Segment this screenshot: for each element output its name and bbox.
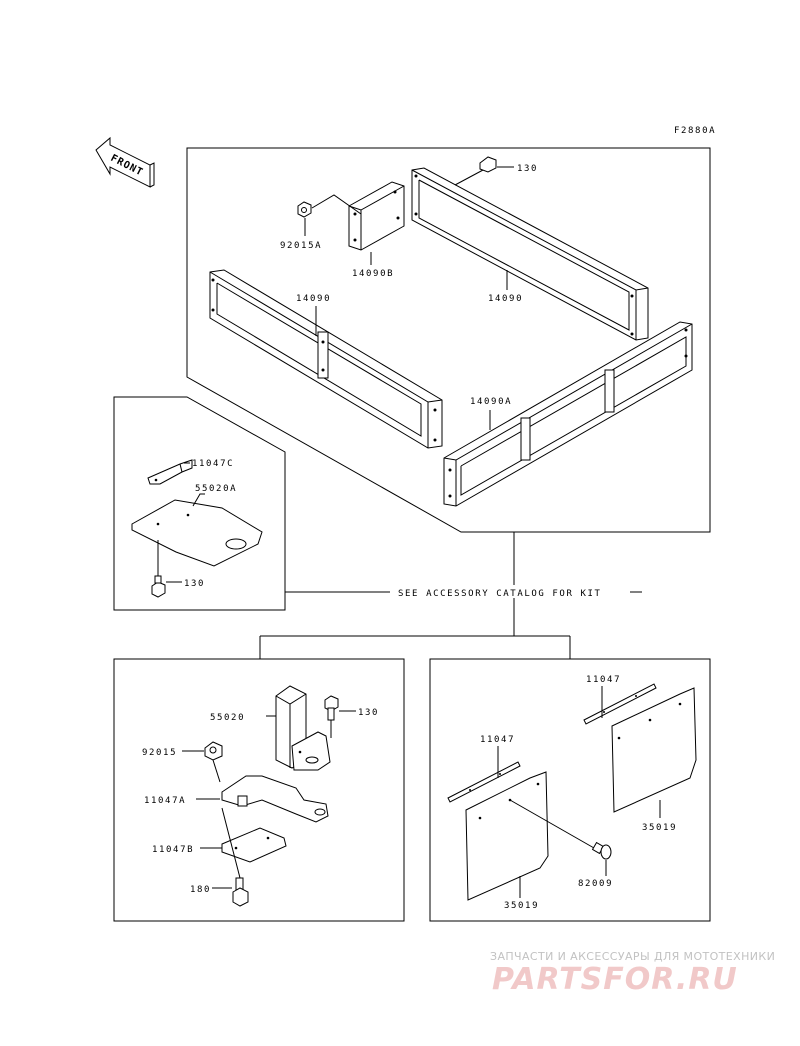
part-label-11047C: 11047C [192,459,234,469]
part-label-14090A: 14090A [470,397,512,407]
part-label-11047-right: 11047 [586,675,621,685]
strip-11047-mid [447,761,521,803]
part-label-130-bracket: 130 [358,708,379,718]
part-label-92015: 92015 [142,748,177,758]
part-label-14090-left: 14090 [296,294,331,304]
part-label-180: 180 [190,885,211,895]
part-label-130-guard: 130 [184,579,205,589]
part-label-82009: 82009 [578,879,613,889]
part-label-35019-left: 35019 [504,901,539,911]
front-arrow-icon: FRONT [95,136,155,188]
skid-guard-frame [113,396,286,611]
part-label-92015A: 92015A [280,241,322,251]
part-label-11047-mid: 11047 [480,735,515,745]
leader-lines-top [304,166,514,430]
watermark-subtitle: ЗАПЧАСТИ И АКСЕССУАРЫ ДЛЯ МОТОТЕХНИКИ [490,950,776,963]
part-label-55020A: 55020A [195,484,237,494]
panel-14090B [348,181,405,251]
connector-lines [259,532,642,659]
part-label-130: 130 [517,164,538,174]
nut-92015-icon [204,741,223,783]
watermark-logo: PARTSFOR.RU [492,962,738,997]
bracket-55020 [275,685,331,771]
part-label-14090B: 14090B [352,269,394,279]
skid-plate-55020A [131,499,263,567]
leader-lines-flap [497,686,661,898]
part-label-14090-back: 14090 [488,294,523,304]
panel-14090-left [209,269,443,449]
mount-11047A [221,775,329,823]
part-label-35019-right: 35019 [642,823,677,833]
flap-35019-right [611,687,697,813]
bracket-11047C [147,459,193,485]
part-label-11047A: 11047A [144,796,186,806]
leader-lines-guard [166,462,205,583]
mud-flap-kit-frame [429,658,711,922]
bolt-82009-icon [509,799,612,860]
cargo-box-frame [186,147,711,533]
figure-id: F2880A [674,126,716,136]
bolt-180-icon [221,807,249,907]
bolt-130-bracket-icon [324,695,339,738]
leader-lines-bracket [182,710,356,889]
flap-35019-left [465,771,549,901]
panel-14090A [443,321,693,507]
part-label-11047B: 11047B [152,845,194,855]
bolt-130-icon [454,156,497,186]
nut-92015A-icon [297,201,312,218]
bolt-130-guard-icon [151,540,166,598]
bracket-kit-frame [113,658,405,922]
panel-14090-back [411,167,649,341]
accessory-note: SEE ACCESSORY CATALOG FOR KIT [398,589,602,599]
plate-11047B [221,827,287,863]
part-label-55020: 55020 [210,713,245,723]
